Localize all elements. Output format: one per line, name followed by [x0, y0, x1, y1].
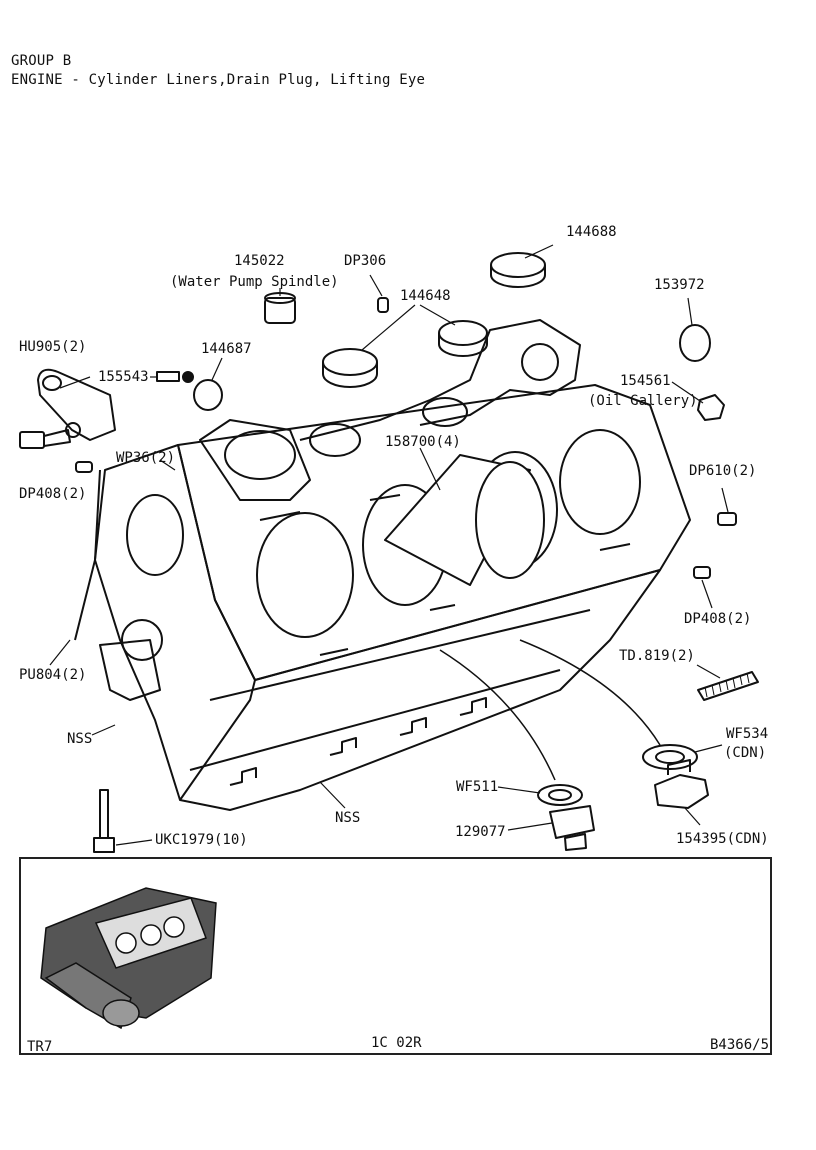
- footer-panel: [19, 857, 772, 1055]
- callout-dp610: DP610(2): [689, 463, 757, 479]
- callout-153972: 153972: [654, 277, 705, 293]
- callout-nss-bottom: NSS: [335, 810, 361, 826]
- group-title: GROUP B: [11, 53, 72, 69]
- callout-nss-left: NSS: [67, 731, 93, 747]
- part-155543: [156, 371, 180, 382]
- callout-td819: TD.819(2): [619, 648, 695, 664]
- callout-wf511: WF511: [456, 779, 499, 795]
- callout-hu905: HU905(2): [19, 339, 87, 355]
- callout-145022-note: (Water Pump Spindle): [170, 274, 339, 290]
- callout-145022: 145022: [234, 253, 285, 269]
- core-plug-144648-a: [322, 348, 378, 376]
- callout-158700: 158700(4): [385, 434, 461, 450]
- callout-129077: 129077: [455, 824, 506, 840]
- bore-1: [256, 512, 354, 638]
- callout-144648: 144648: [400, 288, 451, 304]
- callout-154395: 154395(CDN): [676, 831, 769, 847]
- footer-model: TR7: [27, 1039, 53, 1055]
- callout-144687: 144687: [201, 341, 252, 357]
- stud-td819: [697, 671, 759, 701]
- callout-wf534: WF534: [726, 726, 769, 742]
- callout-144688: 144688: [566, 224, 617, 240]
- callout-ukc1979: UKC1979(10): [155, 832, 248, 848]
- dowel-dp408-right: [693, 566, 711, 579]
- bolt-ukc1979: [99, 789, 109, 839]
- page-title: ENGINE - Cylinder Liners,Drain Plug, Lif…: [11, 72, 426, 88]
- block-front-face: [94, 444, 256, 801]
- callout-154561: 154561: [620, 373, 671, 389]
- core-plug-144688: [490, 252, 546, 278]
- main-bearing-cap: [99, 639, 161, 701]
- plug-144687: [193, 379, 223, 411]
- drain-plug-154395: [654, 774, 709, 809]
- block-side-face: [179, 569, 661, 811]
- drain-plug-129077: [549, 805, 595, 839]
- plug-153972: [679, 324, 711, 362]
- engine-thumbnail-icon: [40, 887, 217, 1030]
- bore-4: [559, 429, 641, 535]
- callout-dp408-left: DP408(2): [19, 486, 87, 502]
- bolt-hu905: [19, 431, 45, 449]
- lifting-eye: [37, 368, 116, 441]
- callout-dp408-right: DP408(2): [684, 611, 752, 627]
- dowel-dp610: [717, 512, 737, 526]
- footer-page: 1C 02R: [371, 1035, 422, 1051]
- dowel-dp306: [377, 297, 389, 313]
- callout-wp36: WP36(2): [116, 450, 176, 466]
- core-plug-144648-b: [438, 320, 488, 346]
- oil-gallery-plug: [697, 394, 725, 421]
- callout-154561-note: (Oil Gallery): [588, 393, 698, 409]
- callout-155543: 155543: [98, 369, 149, 385]
- callout-wf534-note: (CDN): [724, 745, 767, 761]
- engine-block-diagram: [19, 244, 759, 853]
- water-pump-bush: [264, 297, 296, 324]
- washer-wf511: [537, 784, 583, 806]
- callout-dp306: DP306: [344, 253, 387, 269]
- dowel-dp408-left: [75, 461, 93, 473]
- footer-ref: B4366/5: [710, 1037, 770, 1053]
- callout-pu804: PU804(2): [19, 667, 87, 683]
- washer-wf534: [642, 744, 698, 770]
